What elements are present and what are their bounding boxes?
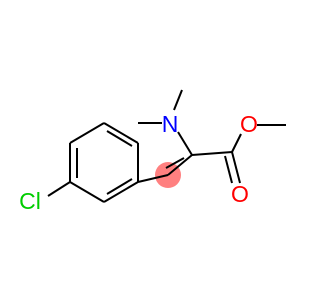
atom-label-nitrogen: N xyxy=(162,111,179,137)
double-bond-inner-c5-c4 xyxy=(106,178,133,195)
bond-c3a-c7a xyxy=(103,122,139,144)
bond-c5-cl xyxy=(47,181,71,197)
bond-carbonyl-c-o-double-a xyxy=(231,151,241,184)
bond-c2-carbonyl-c xyxy=(191,151,233,156)
ester-group xyxy=(191,124,286,184)
bond-c3-c3a xyxy=(137,174,169,183)
atom-label-chlorine: Cl xyxy=(19,188,41,214)
bond-c6-c5 xyxy=(69,181,105,203)
bond-carbonyl-c-o-double-b xyxy=(224,155,233,184)
bond-n1-c2 xyxy=(177,131,193,156)
bond-c2-c3 xyxy=(167,154,193,176)
pyrrole-ring xyxy=(137,122,193,183)
atom-label-ester-oxygen: O xyxy=(240,111,258,137)
bond-c7a-c7 xyxy=(69,122,105,144)
double-bond-inner-c7a-c3a xyxy=(106,130,133,147)
benzene-ring xyxy=(69,122,139,203)
chemical-structure: Cl N O O xyxy=(19,89,286,214)
atom-label-carbonyl-oxygen: O xyxy=(231,181,249,207)
bond-carbonyl-c-ester-o xyxy=(231,133,242,153)
bond-c5-c4 xyxy=(103,181,139,203)
bond-n1-methyl xyxy=(173,89,183,111)
double-bond-inner-c2-c3 xyxy=(165,157,185,169)
